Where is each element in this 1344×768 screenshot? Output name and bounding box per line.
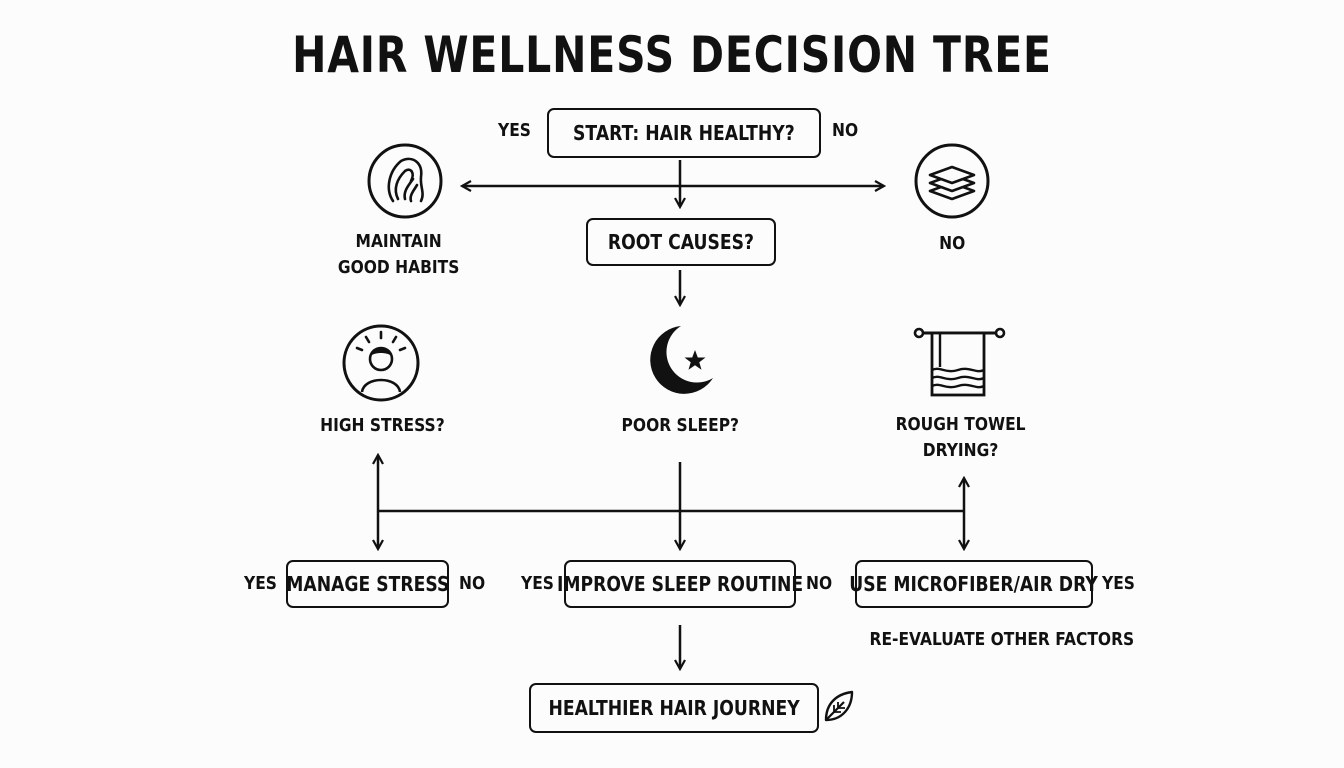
moon-star-icon — [650, 326, 713, 394]
reevaluate-label: RE-EVALUATE OTHER FACTORS — [869, 629, 1135, 650]
sleep-yes-label: YES — [521, 573, 554, 594]
stacked-towels-icon — [914, 143, 990, 219]
healthier-hair-journey-node: HEALTHIER HAIR JOURNEY — [529, 683, 819, 733]
microfiber-node: USE MICROFIBER/AIR DRY — [850, 560, 1098, 608]
root-causes-node: ROOT CAUSES? — [586, 218, 776, 266]
poor-sleep-label: POOR SLEEP? — [621, 415, 739, 436]
page-title: HAIR WELLNESS DECISION TREE — [292, 26, 1052, 84]
manage-stress-node: MANAGE STRESS — [286, 560, 449, 608]
hair-icon — [367, 143, 443, 219]
stress-no-label: NO — [459, 573, 486, 594]
no-label-right: NO — [938, 233, 966, 254]
leaf-icon — [824, 690, 854, 722]
stress-yes-label: YES — [244, 573, 277, 594]
start-yes-label: YES — [498, 120, 531, 141]
maintain-habits-label: MAINTAIN GOOD HABITS — [338, 231, 460, 278]
start-node: START: HAIR HEALTHY? — [547, 108, 821, 158]
towel-yes-label: YES — [1102, 573, 1135, 594]
high-stress-label: HIGH STRESS? — [319, 415, 445, 436]
improve-sleep-node: IMPROVE SLEEP ROUTINE — [557, 560, 803, 608]
sleep-no-label: NO — [806, 573, 833, 594]
start-no-label: NO — [832, 120, 859, 141]
stressed-person-icon — [342, 324, 420, 402]
rough-towel-label: ROUGH TOWEL DRYING? — [896, 414, 1026, 461]
towel-rack-icon — [913, 327, 1006, 397]
